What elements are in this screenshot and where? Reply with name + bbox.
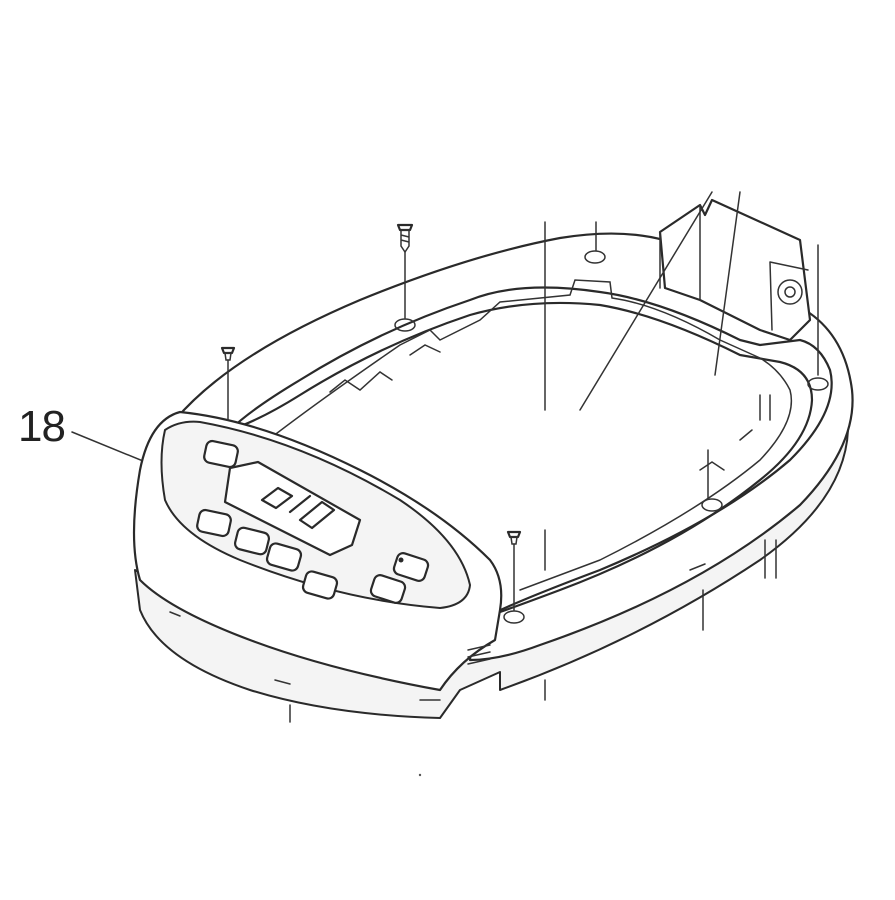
screw-boss-rear-left xyxy=(394,318,416,332)
leader-lines xyxy=(289,191,819,723)
stray-dot xyxy=(418,773,422,777)
frame-inner-notches xyxy=(329,344,753,471)
button-center-a xyxy=(233,526,271,556)
screw-icon xyxy=(396,223,414,319)
rear-bracket xyxy=(658,198,812,342)
frame-inner-wall xyxy=(267,279,793,591)
button-lower-mid xyxy=(301,570,339,600)
indicator-led xyxy=(398,557,404,563)
skirt-tabs xyxy=(169,563,706,701)
button-right-b xyxy=(369,574,407,604)
screw-bosses xyxy=(394,250,829,624)
vent-slots xyxy=(467,644,491,665)
screw-icon xyxy=(506,530,522,611)
button-center-b xyxy=(265,542,303,572)
rear-bracket-face xyxy=(659,204,809,331)
button-mid-left xyxy=(196,508,232,538)
display-segments xyxy=(260,486,336,530)
callout-label-18: 18 xyxy=(18,402,66,451)
screw-icon xyxy=(220,346,236,421)
screw-boss-front-center xyxy=(503,610,525,624)
screw-boss-right xyxy=(807,377,829,391)
screw-boss-rear-center xyxy=(584,250,606,264)
frame-inner-rim xyxy=(228,301,814,614)
rear-bracket-hole xyxy=(777,279,803,305)
control-buttons xyxy=(196,439,430,604)
display-icon xyxy=(223,460,362,557)
rear-bracket-hole-inner xyxy=(784,286,796,298)
screw-boss-front-right xyxy=(701,498,723,512)
screws xyxy=(220,223,522,611)
button-top-left xyxy=(203,439,239,469)
